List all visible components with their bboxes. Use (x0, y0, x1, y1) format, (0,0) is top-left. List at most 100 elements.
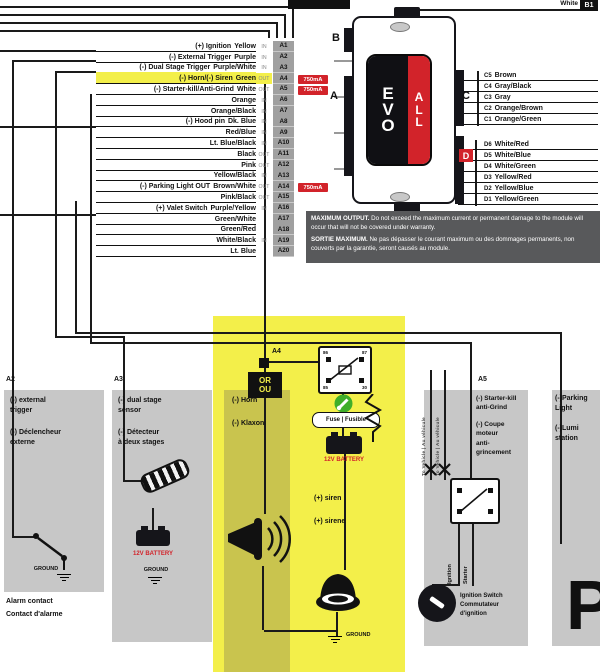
pin-wire-color: Green/White (214, 215, 256, 223)
text-line: (-) Détecteur (118, 429, 160, 436)
panel-a3 (112, 390, 212, 642)
text-line: Ignition Switch (460, 593, 503, 599)
a4-siren-label: (+) siren (+) sirene (314, 494, 374, 540)
pin-text: White/Black (96, 234, 256, 247)
pin-id: C1 (484, 117, 492, 123)
pin-direction: IN (261, 65, 267, 72)
pin-text: Lt. Blue/Black (96, 137, 256, 149)
relay-pin-30: 30 (361, 385, 367, 390)
starter-kill-relay (450, 478, 500, 524)
relay-terminal (326, 357, 331, 362)
wire-segment (0, 50, 96, 52)
a5-starter-label: Starter (463, 566, 469, 584)
pin-id: D6 (484, 142, 492, 148)
connector-b-port (344, 28, 353, 52)
relay-terminal (359, 378, 364, 383)
a5-ignition-label: Ignition (447, 564, 453, 584)
pin-text: Yellow/Black (96, 170, 256, 182)
wire-segment (0, 6, 294, 8)
relay-pin-87: 87 (361, 350, 367, 355)
pin-id: A2 (273, 51, 294, 63)
text-line: (-)Parking (555, 395, 588, 402)
text-line: OU (259, 385, 271, 394)
wire-segment (477, 71, 479, 126)
pin-direction: OUT (258, 151, 270, 158)
pin-direction: IN (261, 205, 267, 212)
pin-direction: OUT (258, 86, 270, 93)
text-line: grincement (476, 449, 512, 457)
text-line: anti- (476, 439, 490, 447)
warning-en-body: Do not exceed the maximum current or per… (311, 215, 584, 231)
warning-fr: SORTIE MAXIMUM. Ne pas dépasser le coura… (311, 236, 595, 254)
wire-segment (268, 30, 270, 38)
wire-segment (458, 524, 460, 586)
pin-id: A8 (273, 116, 294, 128)
text-line: Contact d'alarme (6, 610, 63, 618)
cut-wire-x-icon (424, 463, 437, 476)
pin-label: (-) Parking Light OUT (139, 183, 211, 191)
connector-d-port (455, 136, 464, 204)
pin-id: A4 (273, 73, 294, 85)
pin-wire-color: Pink/Black (220, 193, 256, 201)
text-line: (+) sirene (314, 518, 346, 526)
wire-segment (55, 71, 57, 338)
pin-max-current: 750mA (298, 75, 328, 85)
pin-id: A15 (273, 191, 294, 203)
pin-wire-color: Purple/Yellow (210, 204, 256, 212)
pin-text: Orange/Black (96, 105, 256, 117)
wire-segment (264, 398, 266, 514)
panel-a2 (4, 390, 104, 592)
pin-wire-color: White/Black (216, 237, 256, 245)
warning-en-title: MAXIMUM OUTPUT. (311, 215, 370, 222)
wire-segment (276, 22, 278, 38)
pin-id: D4 (484, 164, 492, 170)
wire-segment (0, 30, 270, 32)
wire-segment (12, 536, 36, 538)
relay-terminal (488, 509, 493, 514)
pin-direction: IN (261, 97, 267, 104)
wire-segment (430, 370, 432, 480)
text-line: à deux stages (118, 439, 165, 447)
pin-wire-color: Yellow (234, 42, 256, 50)
connector-d-group-label: D (459, 149, 473, 162)
b1-wire-color: White (560, 0, 578, 7)
pin-text: Green/White (96, 213, 256, 225)
pin-id: D5 (484, 153, 492, 159)
text-line: Alarm contact (6, 598, 53, 605)
key-slot (429, 595, 445, 610)
cut-wire-x-icon (438, 463, 451, 476)
wire-segment (334, 168, 352, 170)
pin-id: A13 (273, 170, 294, 182)
text-line: (-) external (10, 397, 46, 404)
logo-letter: V (382, 99, 394, 119)
pin-wire-color: Lt. Blue (230, 247, 256, 255)
logo-letter: E (382, 83, 394, 103)
pin-wire-color: Brown (494, 72, 517, 79)
wire-segment (90, 94, 92, 344)
text-line: anti-Grind (476, 404, 508, 412)
pin-id: C3 (484, 95, 492, 101)
logo-letter: O (381, 116, 395, 136)
text-line: (+) siren (314, 495, 342, 502)
logo-letter: L (415, 115, 423, 130)
wire-segment (75, 201, 77, 332)
text-line: station (555, 435, 578, 443)
wire-segment (123, 336, 125, 482)
pin-wire-color: Yellow/Black (213, 172, 256, 180)
pin-wire-color: Yellow/Red (494, 174, 532, 181)
parking-big-letter: P (566, 566, 600, 644)
pin-id: D2 (484, 186, 492, 192)
